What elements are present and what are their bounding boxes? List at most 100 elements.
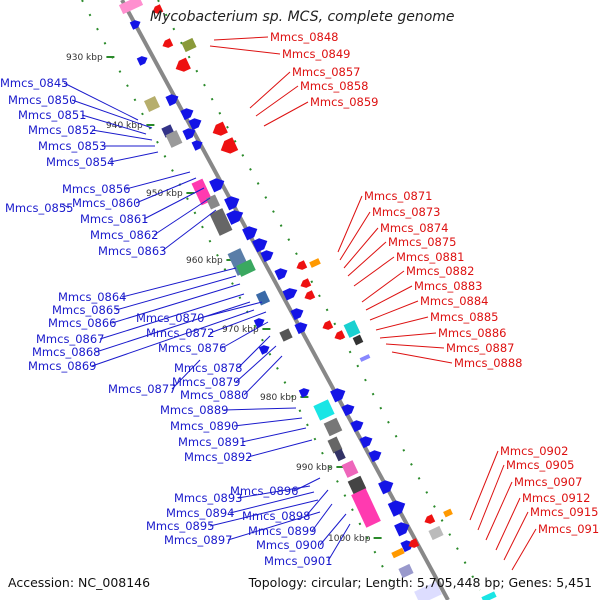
forward-gene-label[interactable]: Mmcs_0850 xyxy=(8,93,76,107)
reverse-gene-label[interactable]: Mmcs_0907 xyxy=(514,475,582,489)
forward-leader-line xyxy=(111,283,241,324)
forward-gene-label[interactable]: Mmcs_0856 xyxy=(62,182,130,196)
forward-gene-label[interactable]: Mmcs_0901 xyxy=(264,554,332,568)
forward-leader-line xyxy=(63,82,139,121)
forward-leader-line xyxy=(115,275,237,311)
forward-gene xyxy=(182,128,196,141)
forward-gene-label[interactable]: Mmcs_0852 xyxy=(28,123,96,137)
forward-gene xyxy=(191,140,203,151)
reverse-leader-line xyxy=(347,241,387,277)
gene-block xyxy=(398,563,414,579)
reverse-leader-line xyxy=(361,270,405,303)
forward-gene xyxy=(129,20,141,30)
forward-leader-line xyxy=(237,485,311,499)
reverse-gene-label[interactable]: Mmcs_0857 xyxy=(292,65,360,79)
reverse-gene-label[interactable]: Mmcs_0915 xyxy=(530,505,598,519)
gene-block xyxy=(481,591,497,600)
tick-label: 940 kbp xyxy=(106,121,143,131)
reverse-gene-labels: Mmcs_0848Mmcs_0849Mmcs_0857Mmcs_0858Mmcs… xyxy=(270,30,600,536)
forward-leader-line xyxy=(293,477,321,492)
reverse-gene-label[interactable]: Mmcs_0902 xyxy=(500,444,568,458)
gene-block xyxy=(165,130,183,148)
forward-gene-label[interactable]: Mmcs_0865 xyxy=(52,303,120,317)
tick-label: 1000 kbp xyxy=(328,534,371,544)
forward-gene-label[interactable]: Mmcs_0899 xyxy=(248,524,316,538)
forward-gene-label[interactable]: Mmcs_0877 xyxy=(108,382,176,396)
reverse-leader-line xyxy=(379,332,437,339)
reverse-gene-label[interactable]: Mmcs_0884 xyxy=(420,294,488,308)
forward-gene-label[interactable]: Mmcs_0861 xyxy=(80,212,148,226)
forward-gene-label[interactable]: Mmcs_0892 xyxy=(184,450,252,464)
forward-gene-label[interactable]: Mmcs_0863 xyxy=(98,244,166,258)
accession-value: NC_008146 xyxy=(78,575,151,590)
gene-block xyxy=(118,0,144,15)
reverse-gene xyxy=(152,4,164,14)
reverse-gene-label[interactable]: Mmcs_0875 xyxy=(388,235,456,249)
forward-gene-label[interactable]: Mmcs_0894 xyxy=(166,506,234,520)
forward-leader-line xyxy=(223,407,297,411)
reverse-gene-label[interactable]: Mmcs_0873 xyxy=(372,205,440,219)
forward-gene-label[interactable]: Mmcs_0872 xyxy=(146,326,214,340)
forward-gene-label[interactable]: Mmcs_0855 xyxy=(5,201,73,215)
reverse-gene-label[interactable]: Mmcs_0858 xyxy=(300,79,368,93)
forward-gene-label[interactable]: Mmcs_0853 xyxy=(38,139,106,153)
gene-block xyxy=(255,290,271,306)
forward-gene-label[interactable]: Mmcs_0891 xyxy=(178,435,246,449)
forward-gene-label[interactable]: Mmcs_0893 xyxy=(174,491,242,505)
reverse-leader-line xyxy=(337,195,363,253)
reverse-gene-label[interactable]: Mmcs_0916 xyxy=(538,522,600,536)
gene-block xyxy=(144,96,160,112)
reverse-gene-label[interactable]: Mmcs_0905 xyxy=(506,458,574,472)
forward-gene-label[interactable]: Mmcs_0878 xyxy=(174,361,242,375)
reverse-leader-line xyxy=(469,450,499,521)
forward-gene-label[interactable]: Mmcs_0854 xyxy=(46,155,114,169)
reverse-gene-label[interactable]: Mmcs_0849 xyxy=(282,47,350,61)
forward-gene-label[interactable]: Mmcs_0897 xyxy=(164,533,232,547)
forward-gene-label[interactable]: Mmcs_0900 xyxy=(256,538,324,552)
topology-label: Topology: xyxy=(248,575,308,590)
reverse-gene-label[interactable]: Mmcs_0912 xyxy=(522,491,590,505)
forward-gene-label[interactable]: Mmcs_0879 xyxy=(172,375,240,389)
reverse-gene-label[interactable]: Mmcs_0886 xyxy=(438,326,506,340)
forward-gene-label[interactable]: Mmcs_0868 xyxy=(32,345,100,359)
forward-gene-label[interactable]: Mmcs_0866 xyxy=(48,316,116,330)
genes-label: Genes: xyxy=(508,575,553,590)
reverse-leader-line xyxy=(495,497,521,551)
reverse-leader-line xyxy=(213,36,269,41)
forward-gene-label[interactable]: Mmcs_0876 xyxy=(158,341,226,355)
forward-gene-label[interactable]: Mmcs_0896 xyxy=(230,484,298,498)
forward-gene-label[interactable]: Mmcs_0860 xyxy=(72,196,140,210)
reverse-gene-label[interactable]: Mmcs_0859 xyxy=(310,95,378,109)
gene-block xyxy=(309,258,321,268)
reverse-gene-label[interactable]: Mmcs_0871 xyxy=(364,189,432,203)
forward-gene-label[interactable]: Mmcs_0851 xyxy=(18,108,86,122)
forward-gene-label[interactable]: Mmcs_0867 xyxy=(36,332,104,346)
forward-gene-label[interactable]: Mmcs_0862 xyxy=(90,228,158,242)
reverse-gene-label[interactable]: Mmcs_0883 xyxy=(414,279,482,293)
forward-leader-line xyxy=(319,513,347,546)
forward-gene-label[interactable]: Mmcs_0889 xyxy=(160,403,228,417)
reverse-gene-label[interactable]: Mmcs_0881 xyxy=(396,250,464,264)
reverse-gene-label[interactable]: Mmcs_0888 xyxy=(454,356,522,370)
genome-summary: Topology: circular; Length: 5,705,448 bp… xyxy=(248,575,592,590)
forward-gene-label[interactable]: Mmcs_0890 xyxy=(170,419,238,433)
reverse-gene-label[interactable]: Mmcs_0874 xyxy=(380,221,448,235)
reverse-gene xyxy=(212,121,228,136)
forward-gene-label[interactable]: Mmcs_0895 xyxy=(146,519,214,533)
forward-gene-label[interactable]: Mmcs_0870 xyxy=(136,311,204,325)
forward-gene xyxy=(258,345,270,355)
forward-gene-label[interactable]: Mmcs_0880 xyxy=(180,388,248,402)
forward-gene xyxy=(294,322,308,335)
reverse-gene-label[interactable]: Mmcs_0882 xyxy=(406,264,474,278)
forward-gene-label[interactable]: Mmcs_0845 xyxy=(0,76,68,90)
reverse-gene-label[interactable]: Mmcs_0885 xyxy=(430,310,498,324)
forward-gene-label[interactable]: Mmcs_0869 xyxy=(28,359,96,373)
forward-gene-label[interactable]: Mmcs_0864 xyxy=(58,290,126,304)
gene-block xyxy=(359,354,371,362)
reverse-gene-label[interactable]: Mmcs_0887 xyxy=(446,341,514,355)
forward-leader-lines xyxy=(61,82,351,562)
forward-gene-label[interactable]: Mmcs_0898 xyxy=(242,509,310,523)
reverse-gene-label[interactable]: Mmcs_0848 xyxy=(270,30,338,44)
reverse-leader-line xyxy=(503,511,529,561)
reverse-gene xyxy=(424,514,436,524)
